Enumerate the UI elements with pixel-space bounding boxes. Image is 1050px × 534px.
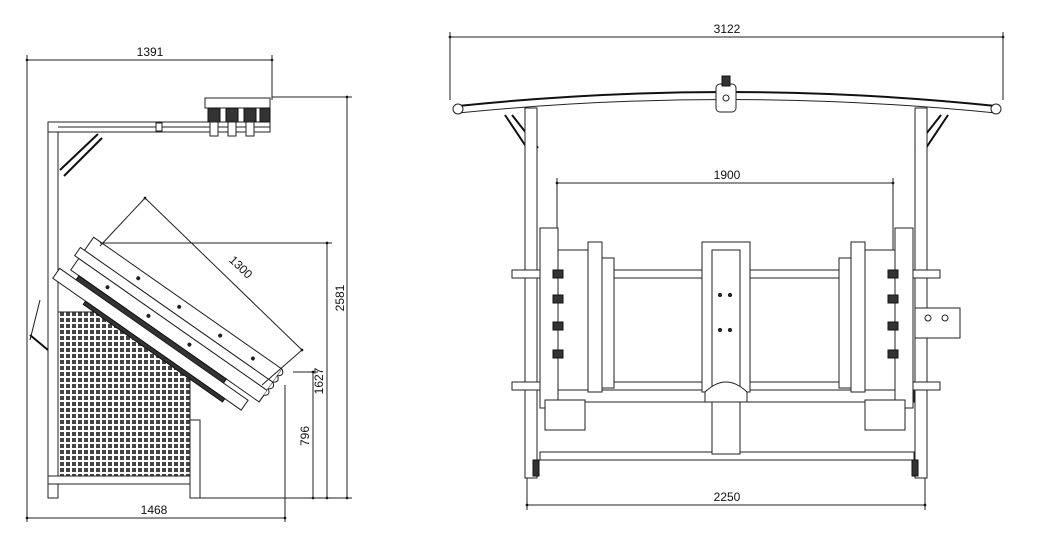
dim-canopy-width: 3122 xyxy=(448,22,1005,100)
dim-label-2250: 2250 xyxy=(714,490,741,504)
dim-base-width: 1468 xyxy=(25,503,287,520)
dim-top-width: 1391 xyxy=(25,45,274,522)
dim-label-1627: 1627 xyxy=(312,367,326,394)
hook-units xyxy=(204,97,271,137)
side-view: 1391 xyxy=(25,45,352,522)
center-column xyxy=(701,241,751,403)
left-foot xyxy=(532,459,540,477)
dim-label-3122: 3122 xyxy=(714,22,741,36)
dim-label-1300: 1300 xyxy=(226,253,255,282)
right-foot xyxy=(911,459,919,477)
side-frame xyxy=(47,97,271,499)
dim-label-2581: 2581 xyxy=(333,284,347,311)
dim-label-1900: 1900 xyxy=(714,168,741,182)
dim-heights: 2581 1627 796 xyxy=(100,95,352,522)
front-view: 3122 1900 xyxy=(448,22,1005,510)
dim-label-796: 796 xyxy=(298,426,312,446)
left-roller-assembly xyxy=(539,227,615,431)
dim-base-width-front: 2250 xyxy=(525,478,927,510)
dim-label-1391: 1391 xyxy=(137,45,164,59)
right-roller-assembly xyxy=(838,227,961,431)
dim-inner-width: 1900 xyxy=(555,168,895,250)
side-base xyxy=(29,299,201,499)
dim-label-1468: 1468 xyxy=(141,503,168,517)
